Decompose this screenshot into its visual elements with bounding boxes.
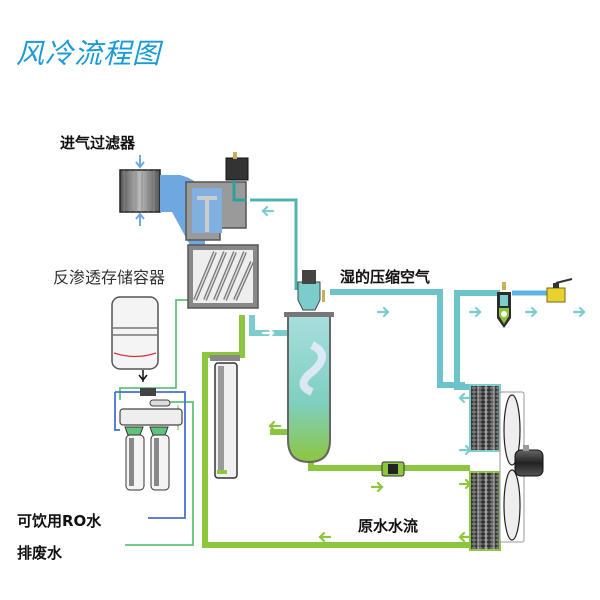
label-ro-water: 可饮用RO水 bbox=[17, 512, 102, 530]
ball-valve-icon bbox=[546, 278, 573, 303]
radiator-icon bbox=[469, 384, 501, 551]
ro-filter-unit-icon bbox=[119, 388, 183, 491]
air-line-cooler-out bbox=[454, 290, 500, 390]
label-ro-tank: 反渗透存储容器 bbox=[53, 268, 166, 287]
screw-compressor-icon bbox=[187, 244, 259, 309]
flow-arrows bbox=[261, 205, 586, 543]
air-line-tank-to-cooler bbox=[330, 289, 465, 388]
ro-storage-tank-icon bbox=[111, 296, 159, 382]
label-wet-air: 湿的压缩空气 bbox=[340, 268, 431, 286]
water-line-loop bbox=[202, 315, 470, 548]
separator-tank-icon bbox=[284, 270, 334, 464]
pump-icon bbox=[381, 461, 405, 477]
oil-filter-icon bbox=[210, 355, 240, 479]
label-raw-water-flow: 原水水流 bbox=[358, 517, 419, 535]
air-line-compressor-to-tank bbox=[249, 315, 288, 336]
intake-filter-icon bbox=[119, 155, 161, 226]
diagram-title: 风冷流程图 bbox=[16, 37, 162, 70]
inlet-valve-icon bbox=[185, 152, 249, 241]
ro-blue-line bbox=[114, 391, 186, 519]
label-waste-water: 排废水 bbox=[17, 544, 63, 562]
line-filter-icon bbox=[497, 282, 511, 328]
label-intake-filter: 进气过滤器 bbox=[60, 134, 136, 152]
fan-icon bbox=[499, 391, 544, 543]
air-line-return bbox=[250, 198, 298, 290]
